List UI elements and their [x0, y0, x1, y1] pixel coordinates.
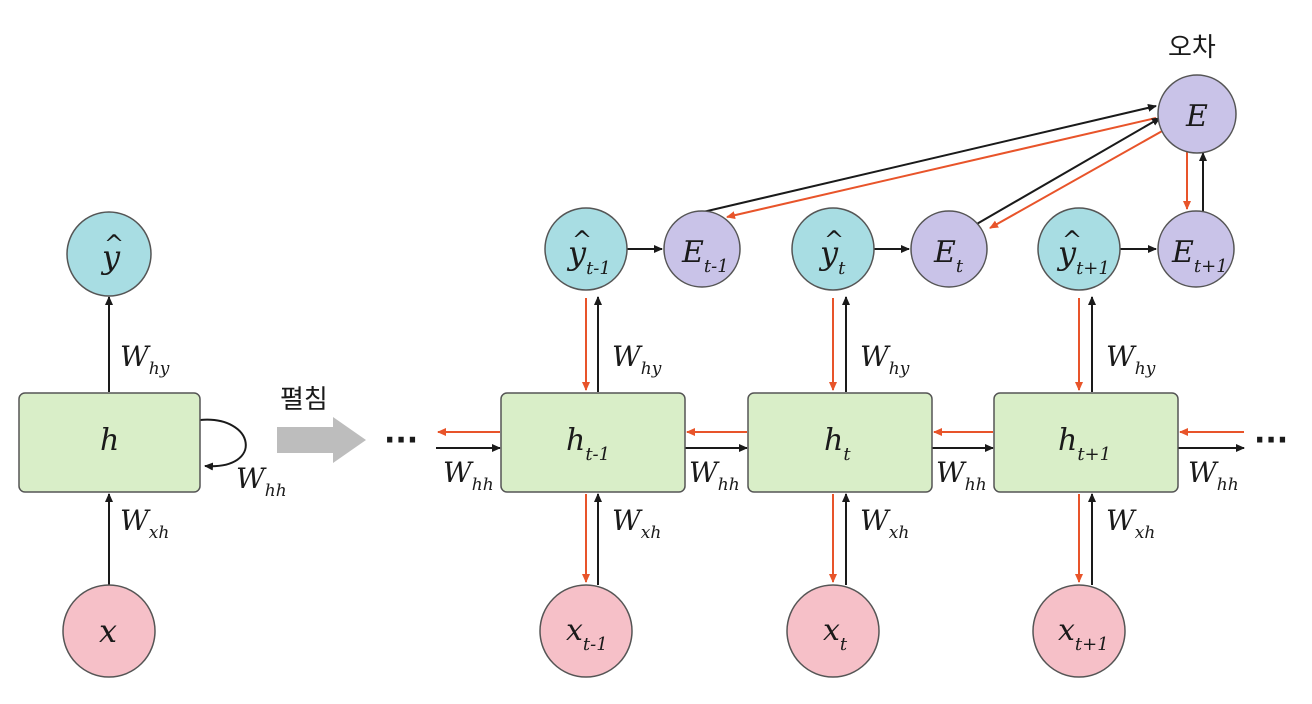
output-label-t-plus-1: yt+1	[1056, 234, 1110, 279]
arrow-e2-to-e	[974, 117, 1161, 226]
output-node-t-minus-1	[544, 207, 628, 291]
folded-w-hh: Whh	[236, 462, 287, 501]
output-hat-t: ^	[824, 226, 844, 254]
folded-hidden-box	[18, 392, 201, 493]
folded-w-xh: Wxh	[120, 504, 169, 543]
hidden-label-t-minus-1: ht-1	[566, 423, 610, 465]
arrow-e-to-e1	[726, 117, 1157, 220]
output-hat-t-minus-1: ^	[572, 226, 592, 254]
input-label-t-minus-1: xt-1	[566, 613, 608, 655]
w-hh-t-plus-1: Whh	[1188, 456, 1239, 495]
unfold-indicator: 펼침	[277, 385, 366, 463]
unfold-label: 펼침	[280, 385, 328, 415]
hidden-box-t-minus-1	[500, 392, 686, 493]
w-hh-t: Whh	[936, 456, 987, 495]
timestep-t-minus-1: ^ yt-1 Et-1 ht-1 xt-1 Why Wxh Whh	[500, 207, 741, 678]
total-error-node	[1157, 74, 1237, 154]
hidden-box-t	[747, 392, 933, 493]
error-node-t-minus-1	[663, 210, 741, 288]
output-node-t	[791, 207, 875, 291]
input-label-t-plus-1: xt+1	[1058, 613, 1109, 655]
hidden-label-t: ht	[824, 423, 851, 465]
error-node-t	[910, 210, 988, 288]
total-error-label: E	[1185, 99, 1208, 134]
w-xh-t-plus-1: Wxh	[1106, 504, 1155, 543]
folded-rnn: ^ y h x Why Wxh Whh	[18, 211, 287, 678]
w-hh-incoming: Whh	[443, 456, 494, 495]
w-xh-t: Wxh	[860, 504, 909, 543]
total-error: E 오차	[1157, 33, 1237, 154]
output-hat-t-plus-1: ^	[1062, 226, 1082, 254]
output-label-t-minus-1: yt-1	[566, 234, 611, 279]
folded-w-hy: Why	[120, 340, 170, 379]
w-hy-t: Why	[860, 340, 910, 379]
folded-input-node	[62, 584, 156, 678]
left-ellipsis: ···	[384, 423, 418, 458]
folded-output-node	[66, 211, 152, 297]
error-title: 오차	[1168, 33, 1216, 63]
folded-recurrent-loop	[199, 418, 247, 471]
w-xh-t-minus-1: Wxh	[612, 504, 661, 543]
folded-output-label: y	[100, 238, 121, 276]
hidden-box-t-plus-1	[993, 392, 1179, 493]
input-node-t-plus-1	[1032, 584, 1126, 678]
arrow-e1-to-e	[702, 103, 1157, 213]
error-label-t-plus-1: Et+1	[1171, 235, 1228, 277]
input-node-t	[786, 584, 880, 678]
folded-output-hat: ^	[104, 230, 124, 258]
w-hh-t-minus-1: Whh	[689, 456, 740, 495]
w-hy-t-plus-1: Why	[1106, 340, 1156, 379]
w-hy-t-minus-1: Why	[612, 340, 662, 379]
timestep-t-plus-1: ^ yt+1 Et+1 ht+1 xt+1 Why Wxh Whh	[993, 207, 1239, 678]
output-node-t-plus-1	[1037, 207, 1121, 291]
folded-hidden-label: h	[100, 423, 119, 458]
error-label-t: Et	[933, 235, 964, 277]
input-label-t: xt	[823, 613, 848, 655]
timestep-t: ^ yt Et ht xt Why Wxh Whh	[747, 207, 988, 678]
hidden-label-t-plus-1: ht+1	[1058, 423, 1111, 465]
error-node-t-plus-1	[1157, 210, 1235, 288]
folded-input-label: x	[99, 612, 117, 650]
error-label-t-minus-1: Et-1	[681, 235, 729, 277]
input-node-t-minus-1	[539, 584, 633, 678]
horizontal-arrows	[436, 428, 1245, 452]
output-label-t: yt	[818, 234, 846, 279]
error-links	[702, 103, 1207, 229]
unfold-arrow-icon	[277, 417, 366, 463]
arrow-e-to-e2	[989, 129, 1165, 229]
right-ellipsis: ···	[1254, 423, 1288, 458]
